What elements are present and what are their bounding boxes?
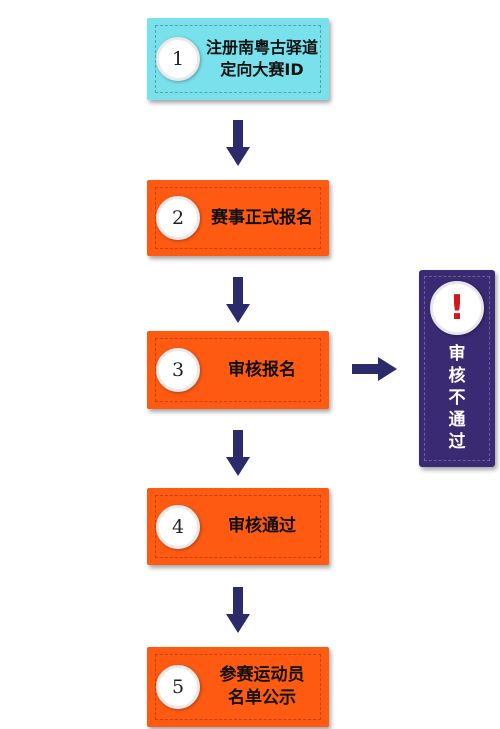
- step-2-number-badge: 2: [156, 196, 200, 240]
- step-4-number-badge: 4: [156, 504, 200, 549]
- step-2-formal-registration: 2 赛事正式报名: [147, 180, 329, 256]
- step-3-label: 审核报名: [201, 331, 323, 409]
- review-failed-label: 审 核 不 通 过: [419, 343, 495, 453]
- step-5-athlete-list-publicity: 5 参赛运动员 名单公示: [147, 647, 329, 727]
- step-4-label: 审核通过: [201, 488, 323, 565]
- step-2-dashed-frame: [155, 187, 321, 249]
- down-arrow-icon: [226, 277, 250, 323]
- review-failed-char: 审: [448, 344, 466, 364]
- step-4-review-passed: 4 审核通过: [147, 488, 329, 565]
- step-1-register-id: 1 注册南粤古驿道 定向大赛ID: [147, 18, 329, 100]
- review-failed-char: 不: [448, 388, 466, 408]
- step-1-label-line-2: 定向大赛ID: [220, 60, 304, 79]
- step-4-label-line-1: 审核通过: [228, 516, 296, 536]
- review-failed-dashed-frame: [424, 276, 490, 461]
- step-1-number-badge: 1: [156, 37, 200, 81]
- down-arrow-icon: [226, 587, 250, 633]
- down-arrow-icon: [226, 430, 250, 476]
- review-failed-char: 过: [448, 432, 466, 452]
- review-failed-char: 核: [448, 366, 466, 386]
- step-5-label: 参赛运动员 名单公示: [201, 647, 323, 727]
- step-1-label: 注册南粤古驿道 定向大赛ID: [201, 18, 323, 100]
- step-3-review-registration: 3 审核报名: [147, 331, 329, 409]
- step-4-dashed-frame: [155, 495, 321, 558]
- step-3-label-line-1: 审核报名: [228, 359, 296, 380]
- step-5-label-line-1: 参赛运动员: [219, 665, 305, 685]
- step-1-label-line-1: 注册南粤古驿道: [205, 38, 318, 57]
- step-2-label: 赛事正式报名: [201, 180, 323, 256]
- down-arrow-icon: [226, 120, 250, 166]
- right-arrow-icon: [352, 357, 397, 381]
- exclamation-warning-icon: !: [430, 281, 484, 335]
- step-5-label-line-2: 名单公示: [228, 688, 296, 708]
- step-5-dashed-frame: [155, 654, 321, 720]
- step-1-dashed-frame: [155, 25, 321, 93]
- step-2-label-line-1: 赛事正式报名: [211, 207, 313, 228]
- step-5-number-badge: 5: [156, 665, 200, 709]
- review-failed-box: ! 审 核 不 通 过: [419, 270, 495, 467]
- step-3-dashed-frame: [155, 338, 321, 402]
- review-failed-char: 通: [448, 410, 466, 430]
- step-3-number-badge: 3: [156, 348, 200, 392]
